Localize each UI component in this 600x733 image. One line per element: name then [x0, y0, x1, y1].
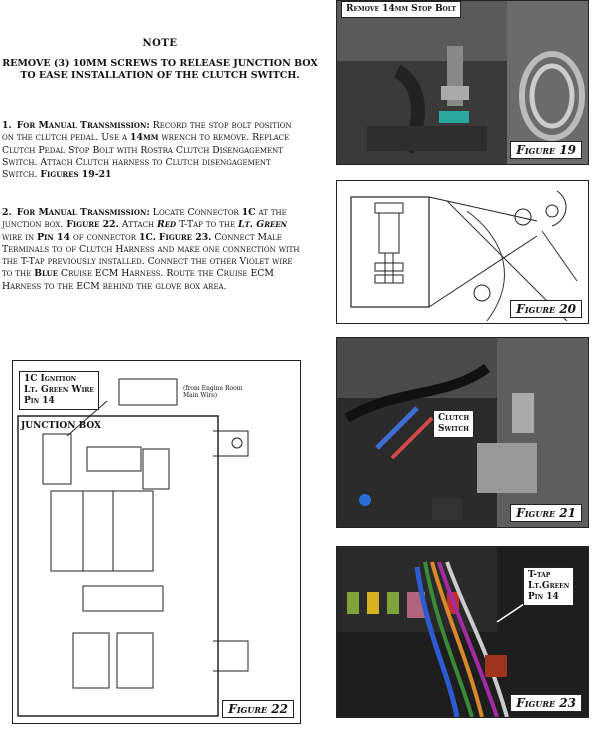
figure-21-caption: Figure 21 [510, 504, 582, 522]
t-tap-label: T-tap Lt.Green Pin 14 [523, 567, 575, 606]
figure-23-photo: T-tap Lt.Green Pin 14 Figure 23 [336, 546, 589, 718]
step-text: wrench to remove. Replace Clutch Pedal S… [2, 132, 290, 181]
step-number: 1. [2, 120, 12, 131]
label-line: Lt. Green Wire [24, 385, 94, 395]
step-number: 2. [2, 207, 12, 218]
label-line: Switch [438, 424, 469, 434]
pin-ref: Pin 14 [37, 231, 70, 243]
label-line: Pin 14 [24, 396, 55, 406]
color-red: Red [157, 219, 177, 231]
junction-box-title: JUNCTION BOX [21, 421, 102, 431]
figure-20-drawing: Figure 20 [336, 180, 589, 324]
figure-22-caption: Figure 22 [222, 700, 294, 718]
figure-reference: Figure 23. [158, 231, 212, 243]
step-lead: For Manual Transmission: [16, 207, 150, 218]
step-text: Locate Connector [149, 207, 242, 218]
junction-box-drawing [17, 378, 249, 717]
step-text: Record the stop bolt position on the clu… [2, 120, 292, 144]
note-body: REMOVE (3) 10MM SCREWS TO RELEASE JUNCTI… [2, 58, 318, 81]
step-text: at the junction box. [2, 207, 287, 231]
step-text: Attach [118, 219, 157, 231]
step-text: T-Tap to the [176, 219, 239, 231]
stop-bolt-photo-graphic [337, 1, 588, 164]
color-blue: Blue [34, 268, 59, 280]
label-line: Clutch [438, 413, 470, 423]
figure-19-label: Remove 14mm Stop Bolt [341, 1, 461, 18]
connector-ref: 1C. [138, 231, 156, 243]
figure-19-photo: Remove 14mm Stop Bolt Figure 19 [336, 0, 589, 165]
figure-20-caption: Figure 20 [510, 300, 582, 318]
step-text: of connector [70, 231, 139, 243]
wrench-size: 14mm [130, 132, 159, 144]
connector-ref: 1C [241, 207, 256, 218]
note-title: NOTE [142, 38, 178, 49]
engine-room-note: (from Engine Room Main Wire) [183, 385, 243, 399]
figure-reference: Figures 19-21 [40, 169, 112, 181]
step-text: Connect Male Terminals to of Clutch Harn… [2, 231, 300, 280]
step-lead: For Manual Transmission: [16, 120, 150, 131]
color-lt-green: Lt. Green [238, 219, 288, 231]
step-text: Cruise ECM Harness. Route the Cruise ECM… [2, 268, 274, 292]
figure-22-diagram: 1C Ignition Lt. Green Wire Pin 14 (from … [12, 360, 301, 724]
label-line: Lt.Green [528, 581, 570, 591]
figure-reference: Figure 22. [66, 219, 119, 231]
figure-19-caption: Figure 19 [510, 141, 582, 159]
figure-21-photo: Clutch Switch Figure 21 [336, 337, 589, 528]
connector-1c-label: 1C Ignition Lt. Green Wire Pin 14 [19, 371, 99, 410]
label-line: 1C Ignition [24, 374, 77, 384]
label-line: T-tap [528, 570, 551, 580]
step-1: 1. For Manual Transmission: Record the s… [2, 120, 300, 181]
step-text: wire in [2, 231, 38, 243]
clutch-switch-label: Clutch Switch [433, 410, 475, 438]
label-line: Pin 14 [528, 592, 559, 602]
figure-23-caption: Figure 23 [510, 694, 582, 712]
step-2: 2. For Manual Transmission: Locate Conne… [2, 207, 300, 293]
